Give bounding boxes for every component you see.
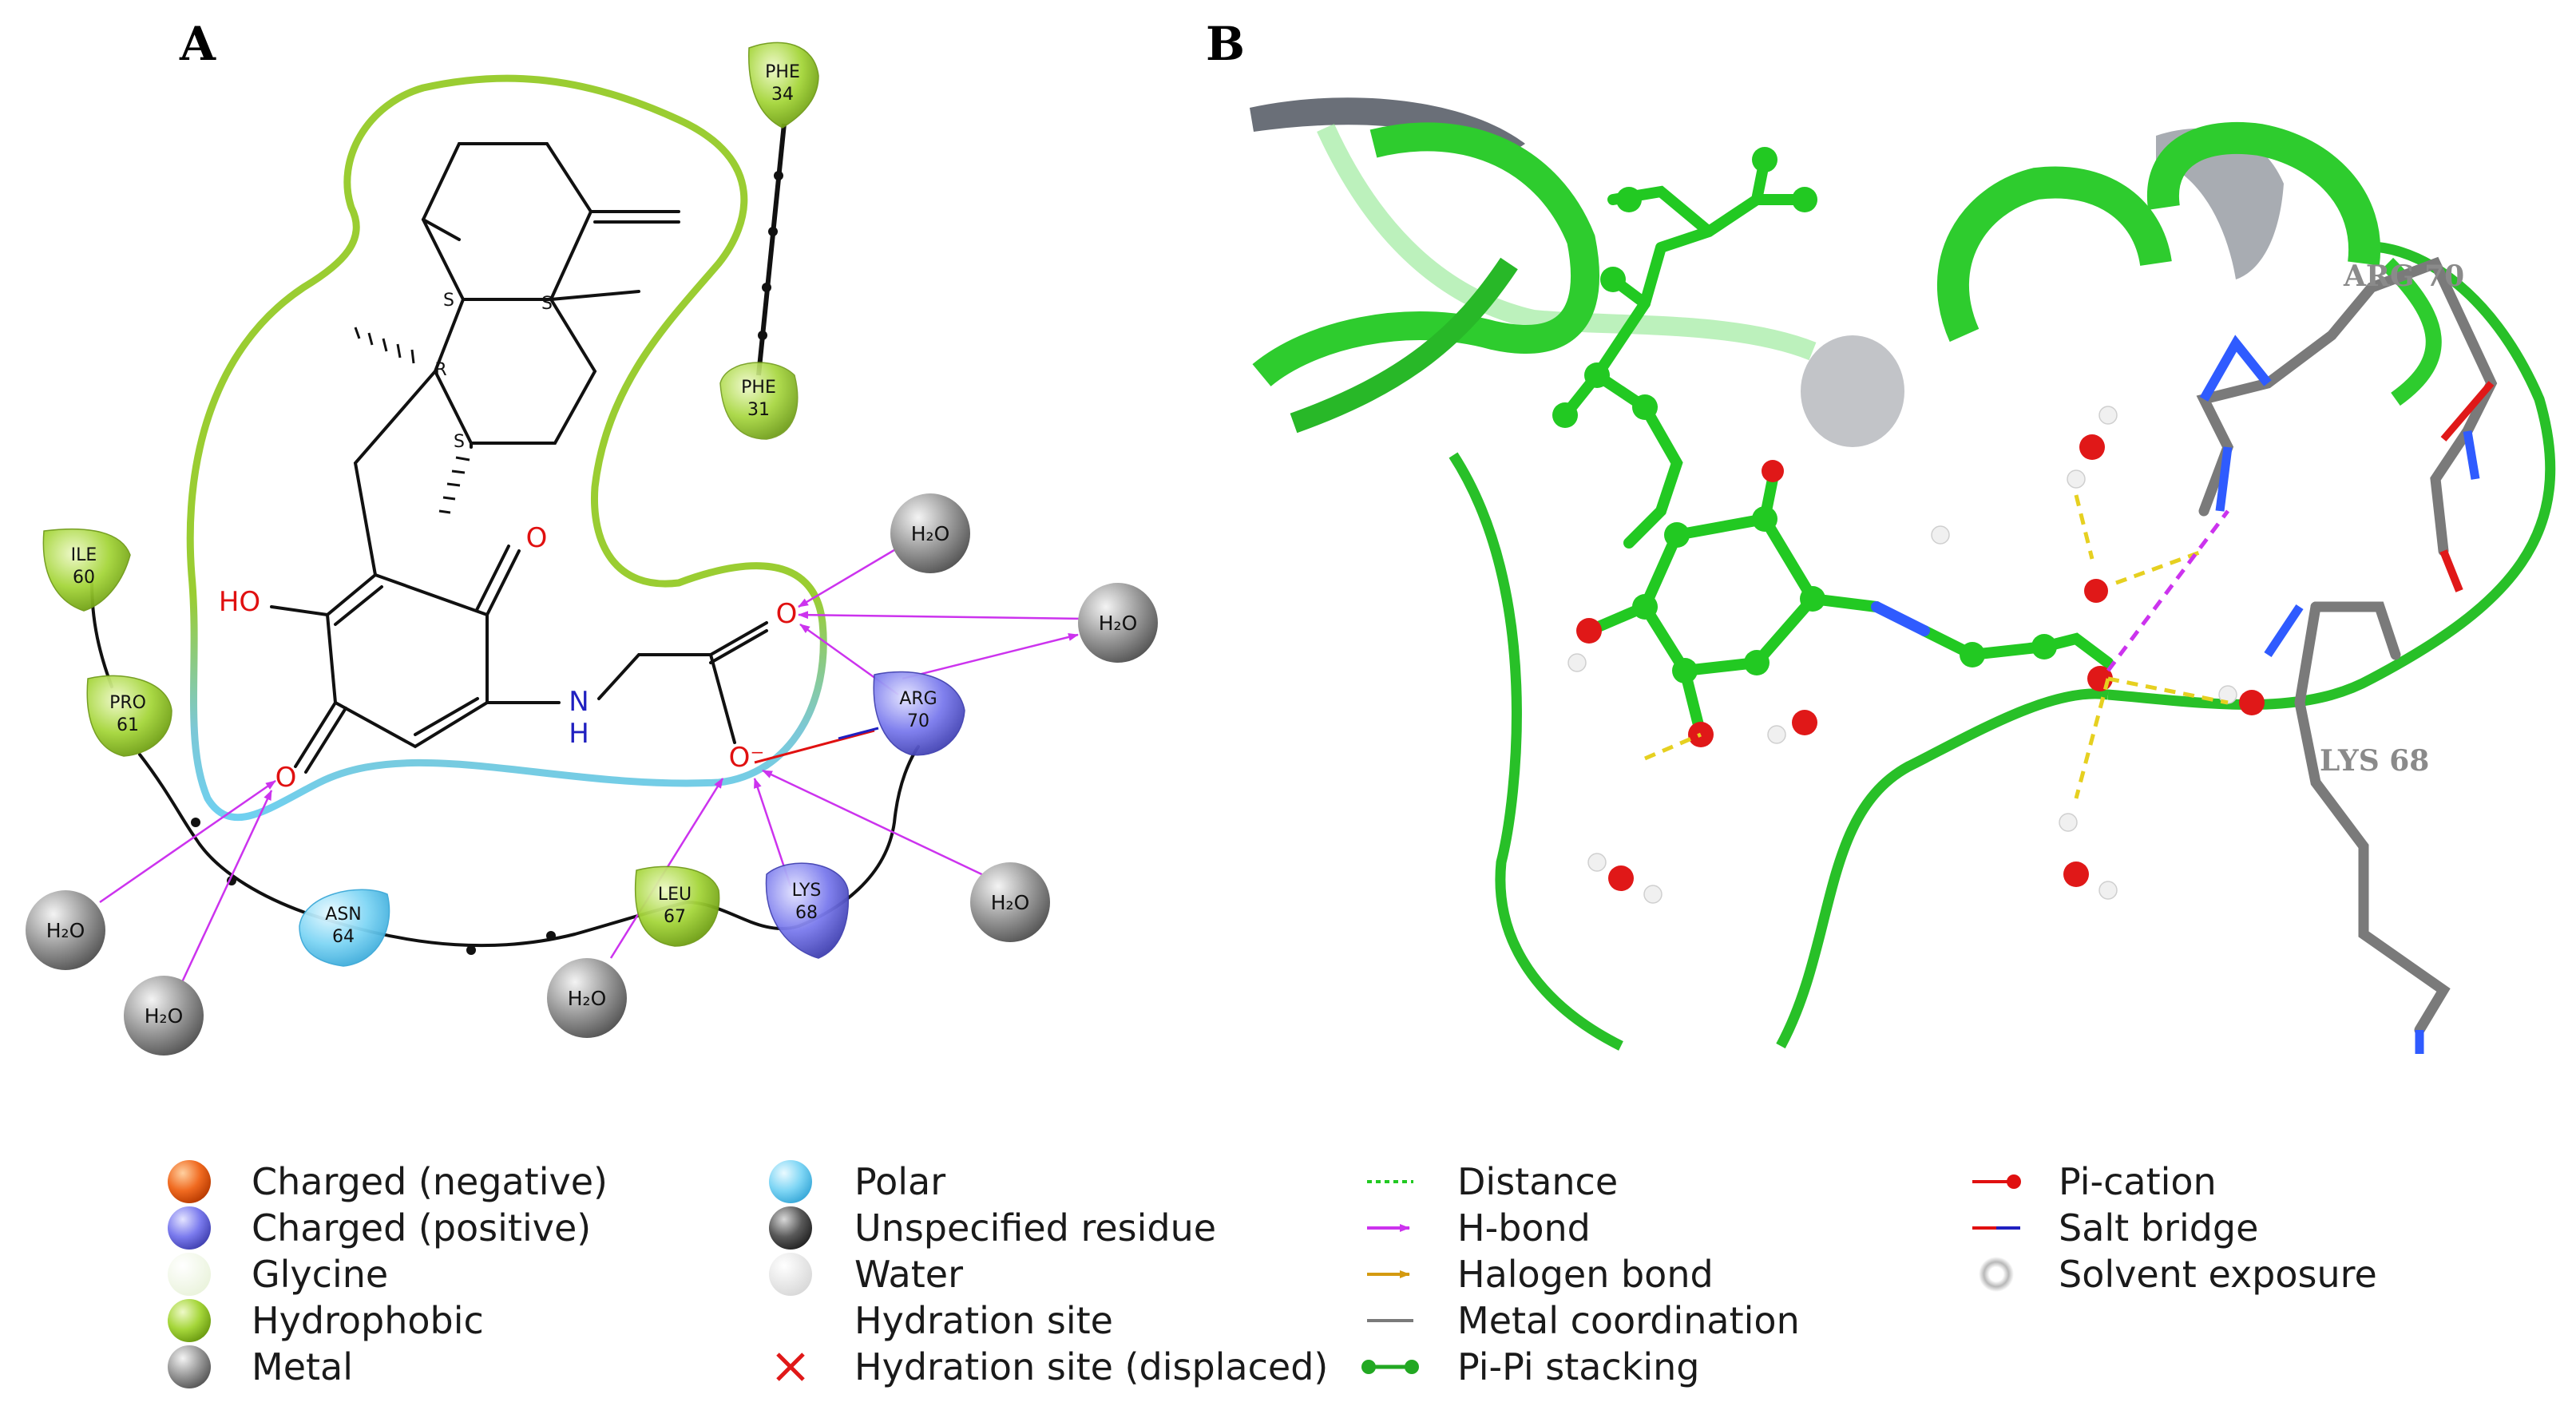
pi-cation-line-icon (1972, 1174, 2021, 1189)
pi-pi-stacking-line-icon (1361, 1360, 1419, 1374)
svg-text:ARG: ARG (899, 689, 937, 709)
svg-text:H₂O: H₂O (1099, 612, 1138, 635)
atom-hydroxyl: HO (219, 586, 260, 618)
water-sphere: H₂O (970, 862, 1050, 942)
hashed-bond (354, 327, 415, 364)
legend-label-polar: Polar (854, 1160, 945, 1203)
residue-marker-phe34: PHE 34 (748, 42, 819, 129)
stereo-label-s3: S (454, 432, 465, 452)
svg-text:61: 61 (117, 715, 139, 735)
panel-a-label: A (179, 17, 216, 71)
svg-text:60: 60 (73, 568, 95, 588)
svg-text:H₂O: H₂O (991, 891, 1030, 914)
atom-nitrogen: N (569, 686, 589, 718)
unspecified-residue-sphere-icon (769, 1206, 812, 1250)
legend: Charged (negative) Charged (positive) Gl… (168, 1160, 2377, 1388)
legend-label-hydration-site-displaced: Hydration site (displaced) (854, 1345, 1328, 1388)
atom-oxygen-carbonyl-top: O (526, 522, 548, 554)
panel-b-label: B (1206, 17, 1245, 71)
legend-label-pi-pi-stacking: Pi-Pi stacking (1457, 1345, 1700, 1388)
svg-text:H₂O: H₂O (911, 522, 950, 545)
svg-text:PHE: PHE (765, 62, 800, 82)
svg-text:34: 34 (771, 85, 794, 105)
stereo-label-r: R (434, 360, 446, 380)
water-sphere: H₂O (890, 493, 970, 573)
atom-carboxylate: O⁻ (729, 742, 765, 774)
legend-label-solvent-exposure: Solvent exposure (2059, 1253, 2377, 1296)
water-sphere: H₂O (26, 890, 105, 970)
hashed-bond (438, 456, 470, 514)
water-sphere: H₂O (124, 976, 204, 1056)
atom-hydrogen: H (569, 718, 589, 750)
water-sphere-icon (769, 1253, 812, 1296)
water-sphere: H₂O (1078, 583, 1158, 663)
polar-sphere-icon (769, 1160, 812, 1203)
svg-text:68: 68 (795, 903, 818, 923)
salt-bridge-arg70 (754, 729, 875, 764)
panel-b-3d-view: ARG 70 LYS 68 (1250, 97, 2556, 1054)
ligand-structure (270, 142, 768, 774)
solvent-exposure-halo-icon (1979, 1257, 2014, 1292)
hydrophobic-sphere-icon (168, 1299, 211, 1342)
residue-marker-lys68: LYS 68 (765, 862, 850, 959)
residue-marker-phe31: PHE 31 (719, 362, 799, 440)
legend-label-hydration-site: Hydration site (854, 1299, 1113, 1342)
h-bond-arrows (99, 541, 1087, 983)
legend-label-pi-cation: Pi-cation (2059, 1160, 2217, 1203)
legend-label-unspecified-residue: Unspecified residue (854, 1206, 1216, 1250)
svg-text:H₂O: H₂O (568, 987, 607, 1010)
charged-positive-sphere-icon (168, 1206, 211, 1250)
hydration-site-sphere-icon (769, 1299, 812, 1342)
svg-text:64: 64 (332, 927, 355, 947)
displaced-x-icon (776, 1353, 805, 1381)
svg-text:H₂O: H₂O (145, 1004, 184, 1028)
legend-label-h-bond: H-bond (1457, 1206, 1591, 1250)
glycine-sphere-icon (168, 1253, 211, 1296)
binding-pocket-outline (186, 74, 827, 822)
residue-marker-ile60: ILE 60 (42, 528, 131, 612)
salt-bridge-arg70-blue (838, 727, 879, 740)
svg-text:ASN: ASN (325, 905, 361, 925)
legend-label-charged-negative: Charged (negative) (252, 1160, 608, 1203)
svg-text:ILE: ILE (71, 545, 97, 565)
svg-text:67: 67 (664, 907, 686, 927)
svg-text:H₂O: H₂O (46, 919, 85, 942)
svg-text:PHE: PHE (741, 378, 776, 398)
svg-text:LEU: LEU (658, 885, 692, 905)
phe-stacking-dots (758, 171, 783, 340)
stereo-label-s1: S (443, 291, 454, 311)
legend-label-hydrophobic: Hydrophobic (252, 1299, 484, 1342)
svg-text:LYS: LYS (792, 881, 822, 901)
charged-negative-sphere-icon (168, 1160, 211, 1203)
residue-marker-pro61: PRO 61 (86, 675, 172, 757)
atom-oxygen-carbonyl-bottom: O (275, 762, 297, 794)
legend-label-metal-coordination: Metal coordination (1457, 1299, 1800, 1342)
residue-marker-leu67: LEU 67 (634, 865, 720, 947)
arg70-3d-label: ARG 70 (2343, 259, 2464, 293)
lys68-3d-label: LYS 68 (2320, 744, 2429, 778)
water-sphere: H₂O (547, 958, 627, 1038)
atom-oxygen-acid: O (776, 598, 798, 630)
backbone-dots (191, 818, 556, 955)
legend-label-halogen-bond: Halogen bond (1457, 1253, 1714, 1296)
residue-marker-asn64: ASN 64 (299, 889, 390, 967)
legend-label-water: Water (854, 1253, 963, 1296)
legend-label-glycine: Glycine (252, 1253, 388, 1296)
metal-sphere-icon (168, 1345, 211, 1388)
legend-label-charged-positive: Charged (positive) (252, 1206, 591, 1250)
legend-label-metal: Metal (252, 1345, 353, 1388)
legend-label-distance: Distance (1457, 1160, 1618, 1203)
svg-text:PRO: PRO (109, 693, 146, 713)
legend-label-salt-bridge: Salt bridge (2059, 1206, 2258, 1250)
backbone-main (138, 745, 920, 948)
stereo-label-s2: S (541, 294, 553, 314)
svg-text:31: 31 (747, 400, 770, 420)
svg-text:70: 70 (907, 711, 929, 731)
residue-marker-arg70: ARG 70 (873, 671, 965, 756)
